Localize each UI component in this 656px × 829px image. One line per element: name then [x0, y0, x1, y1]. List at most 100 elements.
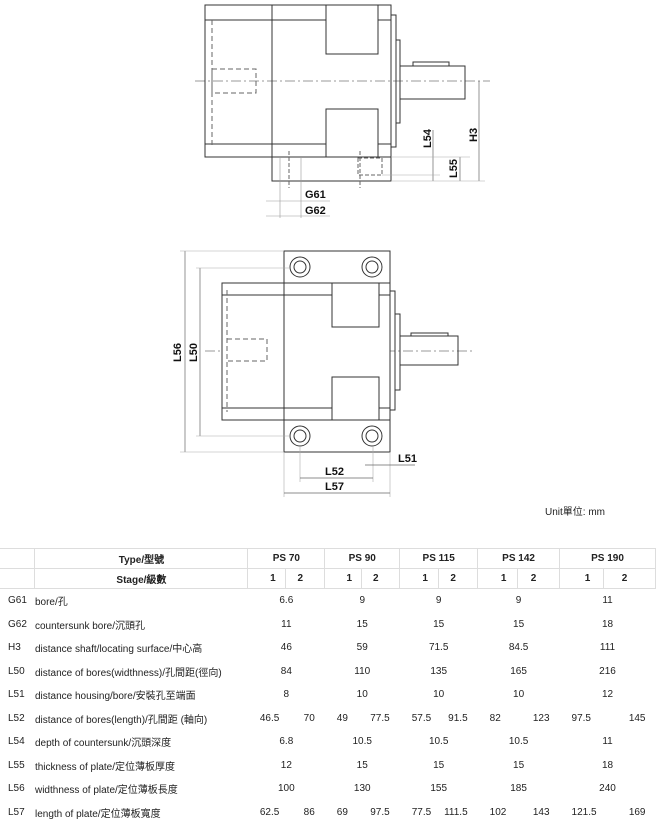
l52-label: L52 [325, 466, 344, 478]
value-cell: 143 [532, 806, 550, 818]
output-shaft [399, 65, 466, 100]
dimension-code: G62 [8, 618, 27, 630]
value-cell: 15 [356, 618, 368, 630]
value-cell: 216 [599, 665, 616, 677]
value-cell: 9 [359, 595, 366, 607]
value-cell: 97.5 [370, 806, 390, 818]
l55-label: L55 [448, 159, 460, 178]
type-header: PS 190 [559, 548, 656, 569]
value-cell: 111.5 [444, 806, 468, 818]
value-cell: 155 [430, 783, 448, 795]
value-cell: 11 [281, 618, 292, 630]
value-cell: 97.5 [571, 712, 591, 724]
value-cell: 123 [532, 712, 550, 724]
dimension-description: distance shaft/locating surface/中心高 [34, 644, 203, 656]
value-cell: 135 [430, 665, 448, 677]
unit-label: Unit單位: mm [545, 507, 605, 518]
value-cell: 15 [433, 618, 445, 630]
type-header: PS 70 [247, 548, 326, 569]
value-cell: 46.5 [259, 712, 280, 724]
value-cell: 6.8 [279, 736, 294, 748]
value-cell: 145 [628, 712, 646, 724]
value-cell: 10 [356, 689, 368, 701]
value-cell: 169 [628, 806, 646, 818]
dimension-code: H3 [8, 642, 21, 654]
mounting-hole-icon [361, 425, 383, 447]
blank-cell [0, 548, 36, 569]
value-cell: 15 [513, 759, 525, 771]
value-cell: 70 [303, 712, 315, 724]
dimension-code: L56 [8, 783, 25, 795]
value-cell: 12 [601, 689, 614, 701]
value-cell: 6.6 [279, 595, 294, 607]
locating-plate [271, 156, 392, 182]
value-cell: 102 [489, 806, 507, 818]
stage-header: 2 [438, 568, 479, 589]
type-header: PS 142 [477, 548, 561, 569]
dimension-description: depth of countersunk/沉頭深度 [34, 738, 172, 750]
value-cell: 165 [510, 665, 527, 677]
value-cell: 240 [599, 783, 616, 795]
dimension-description: distance of bores(length)/孔間距 (軸向) [34, 714, 208, 726]
value-cell: 11 [602, 736, 613, 748]
dimension-description: distance housing/bore/安裝孔至端面 [34, 691, 196, 703]
technical-drawing: G61 G62 L54 L55 H3 [172, 4, 490, 497]
mounting-hole-icon [289, 425, 311, 447]
value-cell: 84.5 [508, 642, 529, 654]
stage-header: 1 [559, 568, 604, 589]
value-cell: 100 [277, 783, 295, 795]
dimension-code: L57 [8, 806, 25, 818]
dimension-code: L50 [8, 665, 25, 677]
dimension-code: L52 [8, 712, 25, 724]
dimension-description: countersunk bore/沉頭孔 [34, 620, 146, 632]
table-row: L54 depth of countersunk/沉頭深度 6.8 10.5 10.5 1… [0, 730, 656, 754]
value-cell: 10.5 [428, 736, 449, 748]
dimension-description: bore/孔 [34, 597, 68, 609]
value-cell: 111 [599, 642, 616, 654]
h3-label: H3 [468, 128, 480, 142]
stage-header: 1 [247, 568, 287, 589]
dimension-description: length of plate/定位薄板寬度 [34, 808, 161, 820]
blank-cell [0, 568, 36, 589]
dimension-code: L51 [8, 689, 25, 701]
value-cell: 84 [280, 665, 292, 677]
stage-header: 1 [477, 568, 519, 589]
value-cell: 69 [336, 806, 348, 818]
value-cell: 77.5 [370, 712, 390, 724]
value-cell: 10 [433, 689, 445, 701]
value-cell: 10.5 [508, 736, 529, 748]
plan-view-drawing: L56 L50 L51 L52 L57 [172, 250, 475, 497]
value-cell: 15 [356, 759, 368, 771]
dimension-code: G61 [8, 595, 27, 607]
value-cell: 71.5 [428, 642, 449, 654]
value-cell: 82 [489, 712, 501, 724]
value-cell: 130 [353, 783, 371, 795]
g61-label: G61 [305, 189, 326, 201]
value-cell: 57.5 [411, 712, 432, 724]
side-view-drawing: G61 G62 L54 L55 H3 [195, 4, 490, 218]
g62-label: G62 [305, 205, 326, 217]
value-cell: 46 [280, 642, 292, 654]
l51-label: L51 [398, 453, 417, 465]
value-cell: 91.5 [448, 712, 468, 724]
value-cell: 10.5 [352, 736, 372, 748]
dimension-code: L54 [8, 736, 25, 748]
type-label: Type/型號 [34, 548, 249, 569]
value-cell: 11 [602, 595, 613, 607]
dimension-code: L55 [8, 759, 25, 771]
l56-label: L56 [172, 343, 184, 362]
value-cell: 9 [435, 595, 442, 607]
mounting-hole-icon [361, 256, 383, 278]
value-cell: 12 [280, 759, 292, 771]
stage-header: 1 [324, 568, 363, 589]
value-cell: 15 [513, 618, 525, 630]
